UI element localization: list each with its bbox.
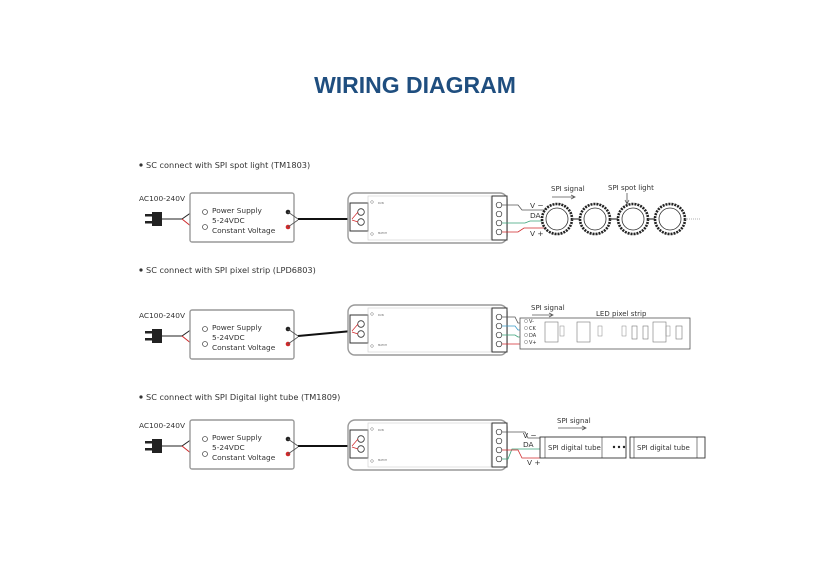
ic-chip	[621, 325, 627, 337]
ac-input-label: AC100-240V	[139, 194, 185, 203]
spot-light-chain: V − DA V + SPI signal SPI spot light	[502, 184, 700, 238]
ps-line: 5-24VDC	[212, 443, 245, 452]
pin-label: V+	[529, 340, 537, 346]
led-pixel	[544, 321, 559, 343]
ps-line: Constant Voltage	[212, 343, 276, 352]
pin-label: V +	[527, 458, 541, 467]
arrow-right-icon	[558, 425, 587, 431]
pin-label: DA	[529, 333, 537, 339]
spi-signal-label: SPI signal	[557, 417, 591, 425]
led-pixel	[642, 325, 649, 340]
run-indicator-label: RUN	[378, 428, 384, 432]
ic-chip	[559, 325, 565, 337]
ps-line: Constant Voltage	[212, 453, 276, 462]
wiring-row-1: SC connect with SPI spot light (TM1803) …	[139, 160, 508, 244]
device-label: SPI digital tube	[637, 444, 690, 452]
pin-label: V −	[523, 431, 537, 440]
wiring-row-2: SC connect with SPI pixel strip (LPD6803…	[139, 265, 508, 360]
led-pixel	[652, 321, 667, 343]
ic-chip	[597, 325, 603, 337]
pin-label: V −	[530, 201, 544, 210]
digital-tube	[629, 436, 706, 459]
page-title: WIRING DIAGRAM	[314, 72, 516, 98]
led-pixel	[631, 325, 638, 340]
ac-input-label: AC100-240V	[139, 421, 185, 430]
digital-tube-chain: V − DA V + SPI signal SPI digital tube S…	[502, 417, 706, 467]
spi-controller: RUN MATCH	[347, 192, 508, 244]
spot-light	[653, 202, 687, 236]
led-pixel	[576, 321, 591, 343]
ps-line: Constant Voltage	[212, 226, 276, 235]
power-supply: Power Supply 5-24VDC Constant Voltage	[189, 419, 299, 470]
digital-tube	[539, 436, 627, 459]
arrow-right-icon	[552, 194, 576, 200]
pin-label: DA	[530, 211, 541, 220]
arrow-down-icon	[624, 193, 630, 205]
match-button-label: MATCH	[378, 231, 387, 235]
section-heading: SC connect with SPI spot light (TM1803)	[146, 160, 310, 170]
spot-light	[578, 202, 612, 236]
led-pixel	[675, 325, 683, 340]
ps-line: 5-24VDC	[212, 333, 245, 342]
ps-line: Power Supply	[212, 323, 263, 332]
spi-signal-label: SPI signal	[551, 185, 585, 193]
spot-light	[540, 202, 574, 236]
spi-controller: RUN MATCH	[347, 419, 508, 471]
device-label: SPI digital tube	[548, 444, 601, 452]
run-indicator-label: RUN	[378, 313, 384, 317]
spi-signal-label: SPI signal	[531, 304, 565, 312]
ps-line: Power Supply	[212, 206, 263, 215]
section-heading: SC connect with SPI Digital light tube (…	[146, 392, 340, 402]
ps-line: 5-24VDC	[212, 216, 245, 225]
ic-chip	[665, 325, 671, 337]
bullet-icon	[139, 395, 143, 399]
ps-line: Power Supply	[212, 433, 263, 442]
spot-light	[616, 202, 650, 236]
pixel-strip: SPI signal LED pixel strip V- CK DA V+	[502, 304, 691, 350]
spi-controller: RUN MATCH	[347, 304, 508, 356]
bullet-icon	[139, 163, 143, 167]
device-label: SPI spot light	[608, 184, 654, 192]
wiring-row-3: SC connect with SPI Digital light tube (…	[139, 392, 508, 471]
pin-label: DA	[523, 440, 534, 449]
run-indicator-label: RUN	[378, 201, 384, 205]
pin-label: V +	[530, 229, 544, 238]
bullet-icon	[139, 268, 143, 272]
arrow-right-icon	[532, 312, 554, 318]
section-heading: SC connect with SPI pixel strip (LPD6803…	[146, 265, 316, 275]
pin-label: V-	[529, 319, 534, 325]
ac-input-label: AC100-240V	[139, 311, 185, 320]
pin-label: CK	[529, 326, 536, 332]
match-button-label: MATCH	[378, 458, 387, 462]
power-supply: Power Supply 5-24VDC Constant Voltage	[189, 192, 299, 243]
power-supply: Power Supply 5-24VDC Constant Voltage	[189, 309, 299, 360]
match-button-label: MATCH	[378, 343, 387, 347]
device-label: LED pixel strip	[596, 310, 647, 318]
